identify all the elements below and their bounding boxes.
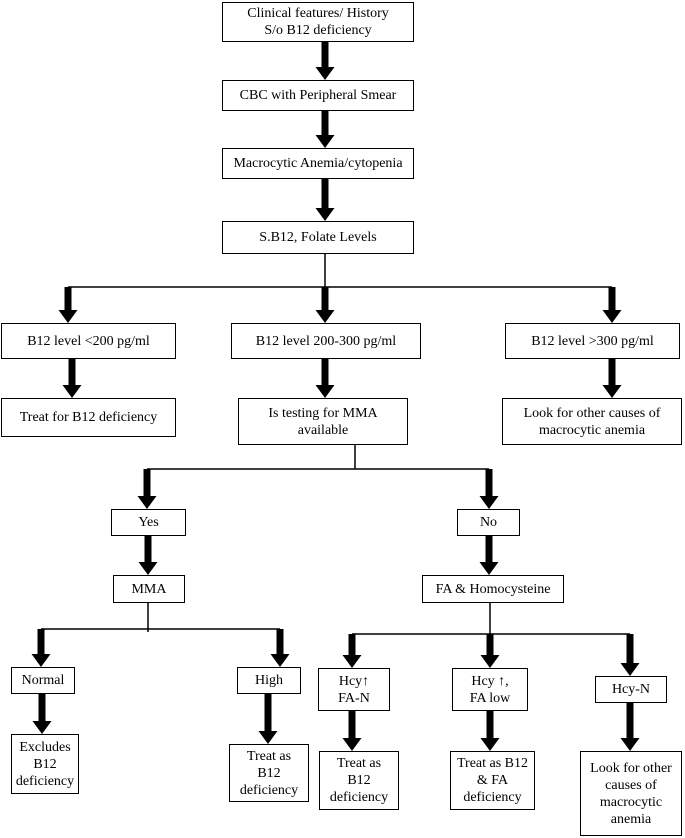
arrow-low-to-treat [62,359,82,398]
arrow-macrocytic-to-levels [315,179,335,221]
node-no: No [457,509,520,536]
node-excludes-b12: Excludes B12 deficiency [11,734,79,794]
arrow-to-hcy-up-falow [480,634,500,668]
node-hcy-up-fa-low: Hcy ↑, FA low [452,668,528,711]
node-other-causes-1: Look for other causes of macrocytic anem… [502,398,682,445]
node-cbc: CBC with Peripheral Smear [222,80,414,111]
arrow-normal-to-excludes [32,694,52,734]
node-treat-as-b12-high: Treat as B12 deficiency [229,744,309,802]
arrow-clinical-to-cbc [315,42,335,80]
node-b12-mid: B12 level 200-300 pg/ml [231,323,421,359]
arrow-to-hcy-n [620,634,640,676]
arrows [31,42,640,751]
node-fa-homocysteine: FA & Homocysteine [422,575,564,603]
node-normal: Normal [11,667,75,694]
node-high: High [237,667,301,694]
arrow-to-b12-low [58,287,78,323]
node-yes: Yes [111,509,186,536]
arrow-to-hcy-up-fan [342,634,362,668]
node-other-causes-2: Look for other causes of macrocytic anem… [580,751,682,836]
arrow-to-b12-mid [315,287,335,323]
arrow-yes-to-mma [138,536,158,575]
arrow-mid-to-mma-testing [315,359,335,398]
arrow-to-high [270,629,290,667]
arrow-to-yes [137,469,157,509]
node-mma-testing-available: Is testing for MMA available [238,398,408,445]
node-hcy-up-fa-n: Hcy↑ FA-N [318,668,390,711]
arrow-hcyfan-to-treat [342,711,362,751]
arrow-hcyn-to-other [620,703,640,751]
node-treat-as-b12-hcy: Treat as B12 deficiency [319,751,399,810]
arrow-high-to-treat [258,694,278,744]
node-treat-b12-fa: Treat as B12 & FA deficiency [450,751,535,810]
node-b12-folate-levels: S.B12, Folate Levels [222,221,414,254]
arrow-to-normal [31,629,51,667]
arrow-no-to-fahcy [479,536,499,575]
node-mma: MMA [113,575,185,603]
arrow-high-to-other-causes [602,359,622,398]
arrow-to-b12-high [602,287,622,323]
node-b12-high: B12 level >300 pg/ml [505,323,680,359]
arrow-to-no [479,469,499,509]
node-macrocytic-anemia: Macrocytic Anemia/cytopenia [222,148,414,179]
node-hcy-n: Hcy-N [595,676,667,703]
arrow-hcyfalow-to-treat [480,711,500,751]
arrow-cbc-to-macrocytic [315,111,335,148]
node-b12-low: B12 level <200 pg/ml [1,323,176,359]
node-clinical-features: Clinical features/ History S/o B12 defic… [222,2,414,42]
node-treat-b12-deficiency: Treat for B12 deficiency [1,398,176,437]
